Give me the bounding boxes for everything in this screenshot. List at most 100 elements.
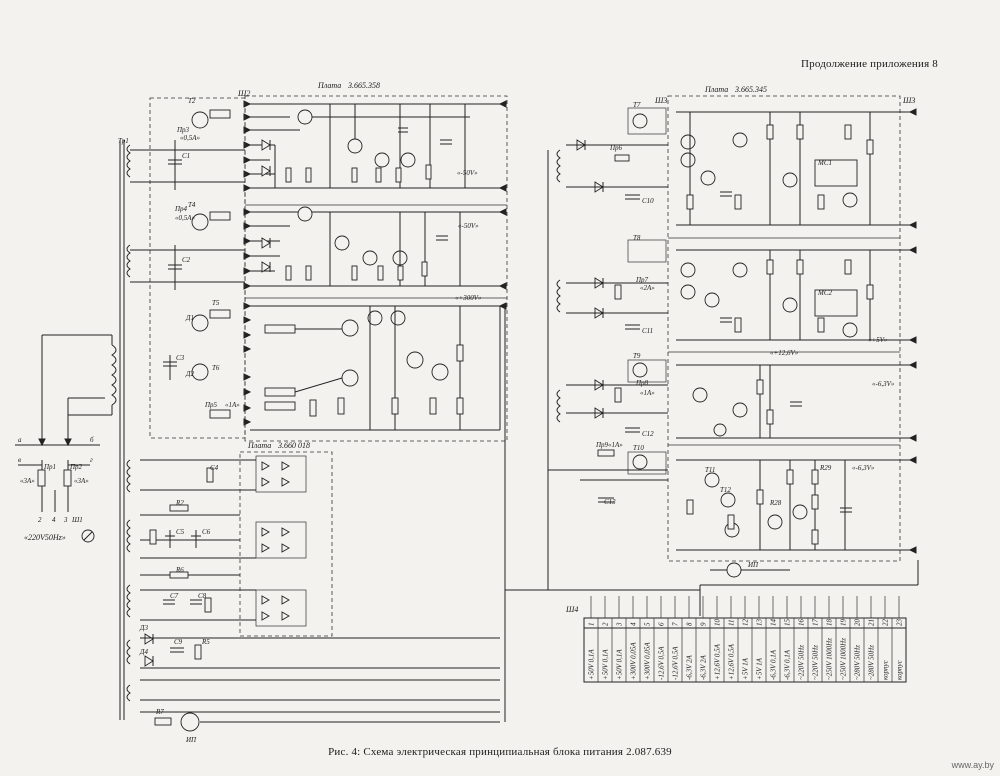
mains-term-b: б bbox=[90, 436, 94, 444]
left-comp-r2: R2 bbox=[175, 499, 184, 507]
mains-input: а б в г Пр1 Пр2 «3А» «3А» 2 4 3 Ш1 «220V… bbox=[15, 334, 117, 543]
pin-number: 8 bbox=[686, 622, 694, 626]
pin-signal: ~250V 1000Hz bbox=[840, 638, 848, 680]
left-comp-c4: С4 bbox=[210, 464, 219, 472]
fuse2-rating: «3А» bbox=[74, 477, 89, 485]
left-comp-c5: С5 bbox=[176, 528, 185, 536]
left-comp-t5: Т5 bbox=[212, 299, 220, 307]
right-comp-t11: Т11 bbox=[705, 466, 715, 474]
figure-caption: Рис. 4: Схема электрическая принципиальн… bbox=[328, 746, 672, 758]
voltage-label-1: «-50V» bbox=[457, 169, 478, 177]
pin-signal: -6,3V 0,1А bbox=[770, 649, 778, 680]
voltage-label-3: «+300V» bbox=[455, 294, 482, 302]
pin-number: 16 bbox=[798, 619, 806, 627]
connector-sh4-label: Ш4 bbox=[565, 605, 578, 614]
right-comp-pr7-rating: «2А» bbox=[640, 284, 655, 292]
board2-outline: Плата 3.660 018 bbox=[239, 441, 333, 637]
page-header: Продолжение приложения 8 bbox=[800, 58, 938, 70]
board2-title: Плата bbox=[247, 441, 271, 450]
pin-number: 5 bbox=[644, 622, 652, 626]
pin-signal: -6,3V 2А bbox=[686, 655, 694, 680]
right-comp-t10: Т10 bbox=[633, 444, 644, 452]
fuse1-rating: «3А» bbox=[20, 477, 35, 485]
right-comp-pr9: Пр9 bbox=[595, 441, 609, 449]
pin-number: 17 bbox=[812, 619, 820, 627]
pin-number: 21 bbox=[868, 619, 876, 626]
pin-signal: -12,6V 0,5А bbox=[672, 646, 680, 680]
voltage-label-5: «+5V» bbox=[868, 336, 888, 344]
board1-outline: Плата 3.665.358 Ш2 bbox=[237, 81, 508, 442]
board3-outline: Плата 3.665.345 Ш3 Ш3 bbox=[654, 85, 915, 562]
connector-sh1: Ш1 bbox=[71, 516, 83, 524]
fuse2-label: Пр2 bbox=[69, 463, 83, 471]
pin-signal: +12,6V 0,5А bbox=[728, 643, 736, 680]
pin-signal: +50V 0,1А bbox=[616, 649, 624, 680]
mains-voltage: «220V50Hz» bbox=[24, 533, 66, 542]
board3-output-arrows bbox=[699, 108, 919, 616]
right-comp-mc2: МС2 bbox=[817, 289, 833, 297]
mains-term-a: а bbox=[18, 436, 22, 444]
left-comp-c8: С8 bbox=[198, 592, 207, 600]
left-comp-pr4-rating: «0,5А» bbox=[175, 214, 196, 222]
mains-term-v: в bbox=[18, 456, 21, 464]
pin-number: 22 bbox=[882, 619, 890, 627]
connector-sh2: Ш2 bbox=[237, 89, 250, 98]
pin-number: 7 bbox=[672, 622, 680, 626]
left-comp-d4: Д4 bbox=[139, 648, 148, 656]
voltage-label-6: «-6,3V» bbox=[852, 464, 875, 472]
pin-signal: ~280V 50Hz bbox=[868, 645, 876, 680]
left-comp-c9: С9 bbox=[174, 638, 183, 646]
left-comp-d3: Д3 bbox=[139, 624, 148, 632]
pin-signal: +50V 0,1А bbox=[588, 649, 596, 680]
left-comp-t2: Т2 bbox=[188, 97, 196, 105]
pin-signal: ~250V 1000Hz bbox=[826, 638, 834, 680]
watermark: www.ay.by bbox=[951, 760, 994, 770]
voltage-label-2: «-50V» bbox=[458, 222, 479, 230]
tr1-label: Тр1 bbox=[118, 137, 129, 145]
pin-number: 13 bbox=[756, 619, 764, 627]
board2-number: 3.660 018 bbox=[277, 441, 310, 450]
pin-number: 19 bbox=[840, 619, 848, 627]
right-comp-c13: С13 bbox=[604, 498, 616, 506]
right-comp-t8: Т8 bbox=[633, 234, 641, 242]
pin-signal: +50V 0,1А bbox=[602, 649, 610, 680]
left-comp-c3: С3 bbox=[176, 354, 185, 362]
meter-ip: ИП bbox=[710, 561, 790, 578]
pin-signal: ~220V 50Hz bbox=[798, 645, 806, 680]
pin-signal: -6,3V 2А bbox=[700, 655, 708, 680]
pin-signal: +300V 0,05А bbox=[630, 642, 638, 680]
board1-number: 3.665.358 bbox=[347, 81, 380, 90]
connector-sh4: Ш4 1+50V 0,1А2+50V 0,1А3+50V 0,1А4+300V … bbox=[565, 596, 907, 683]
board1-circuit: «-50V» «-50V» «+300V» bbox=[250, 104, 501, 431]
left-comp-c2: С2 bbox=[182, 256, 191, 264]
pin-signal: корпус bbox=[882, 659, 890, 680]
left-comp-c7: С7 bbox=[170, 592, 179, 600]
left-comp-pr5-rating: «1А» bbox=[225, 401, 240, 409]
pin-4: 4 bbox=[52, 516, 56, 524]
right-comp-c12: С12 bbox=[642, 430, 654, 438]
aux-circuit: Д3 Д4 С9 R5 R7 ИП bbox=[139, 306, 700, 744]
voltage-label-4: «+12,6V» bbox=[770, 349, 799, 357]
left-comp-r5: R5 bbox=[201, 638, 210, 646]
right-comp-t9: Т9 bbox=[633, 352, 641, 360]
pin-table: 1+50V 0,1А2+50V 0,1А3+50V 0,1А4+300V 0,0… bbox=[588, 596, 904, 682]
pin-number: 3 bbox=[616, 622, 624, 627]
pin-number: 15 bbox=[784, 619, 792, 627]
pin-signal: корпус bbox=[896, 659, 904, 680]
board1-title: Плата bbox=[317, 81, 341, 90]
pin-number: 20 bbox=[854, 619, 862, 627]
pin-number: 14 bbox=[770, 619, 778, 627]
pin-signal: +12,6V 0,5А bbox=[714, 643, 722, 680]
right-comp-pr8-rating: «1А» bbox=[640, 389, 655, 397]
pin-3: 3 bbox=[63, 516, 68, 524]
left-comp-pr3: Пр3 bbox=[176, 126, 190, 134]
pin-number: 4 bbox=[630, 622, 638, 626]
voltage-label-7: «-6,3V» bbox=[872, 380, 895, 388]
left-comp-r7: R7 bbox=[155, 708, 164, 716]
left-comp-pr4: Пр4 bbox=[174, 205, 188, 213]
pin-signal: +5V 1А bbox=[742, 657, 750, 680]
pin-signal: ~220V 50Hz bbox=[812, 645, 820, 680]
board2-circuit: R2 R6 С4 С5 С6 С7 С8 bbox=[140, 455, 307, 627]
pin-number: 12 bbox=[742, 619, 750, 627]
